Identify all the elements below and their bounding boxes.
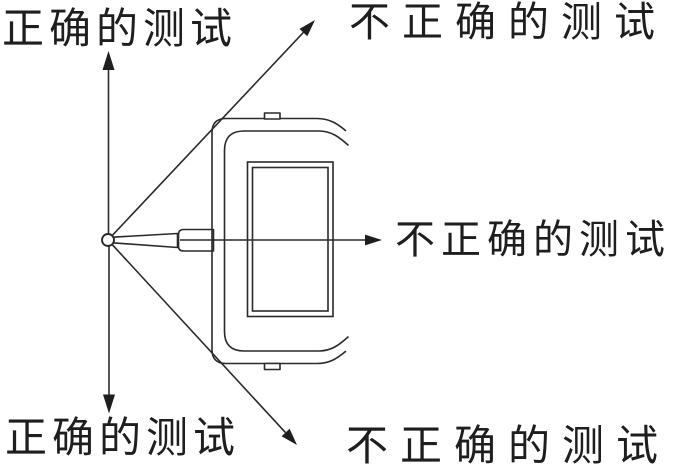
arrow-up-icon	[102, 51, 115, 234]
stylus-contact-ball	[101, 233, 115, 247]
label-incorrect-test-top: 不正确的测试	[349, 0, 667, 45]
mounting-tab-bottom	[263, 362, 281, 371]
label-correct-test-bottom: 正确的测试	[5, 416, 241, 462]
arrow-up-right-icon	[111, 20, 315, 236]
mounting-tab-top	[263, 112, 281, 120]
label-incorrect-test-middle: 不正确的测试	[395, 217, 671, 262]
indicator-body-inner-outline	[223, 130, 349, 352]
arrow-down-icon	[103, 246, 115, 414]
arrow-right-icon	[180, 234, 382, 246]
arrow-down-right-icon	[111, 244, 297, 445]
label-incorrect-test-bottom: 不正确的测试	[346, 424, 671, 470]
indicator-body-outer-outline	[211, 117, 347, 365]
label-correct-test-top: 正确的测试	[2, 7, 238, 53]
stylus-shaft	[111, 232, 179, 249]
